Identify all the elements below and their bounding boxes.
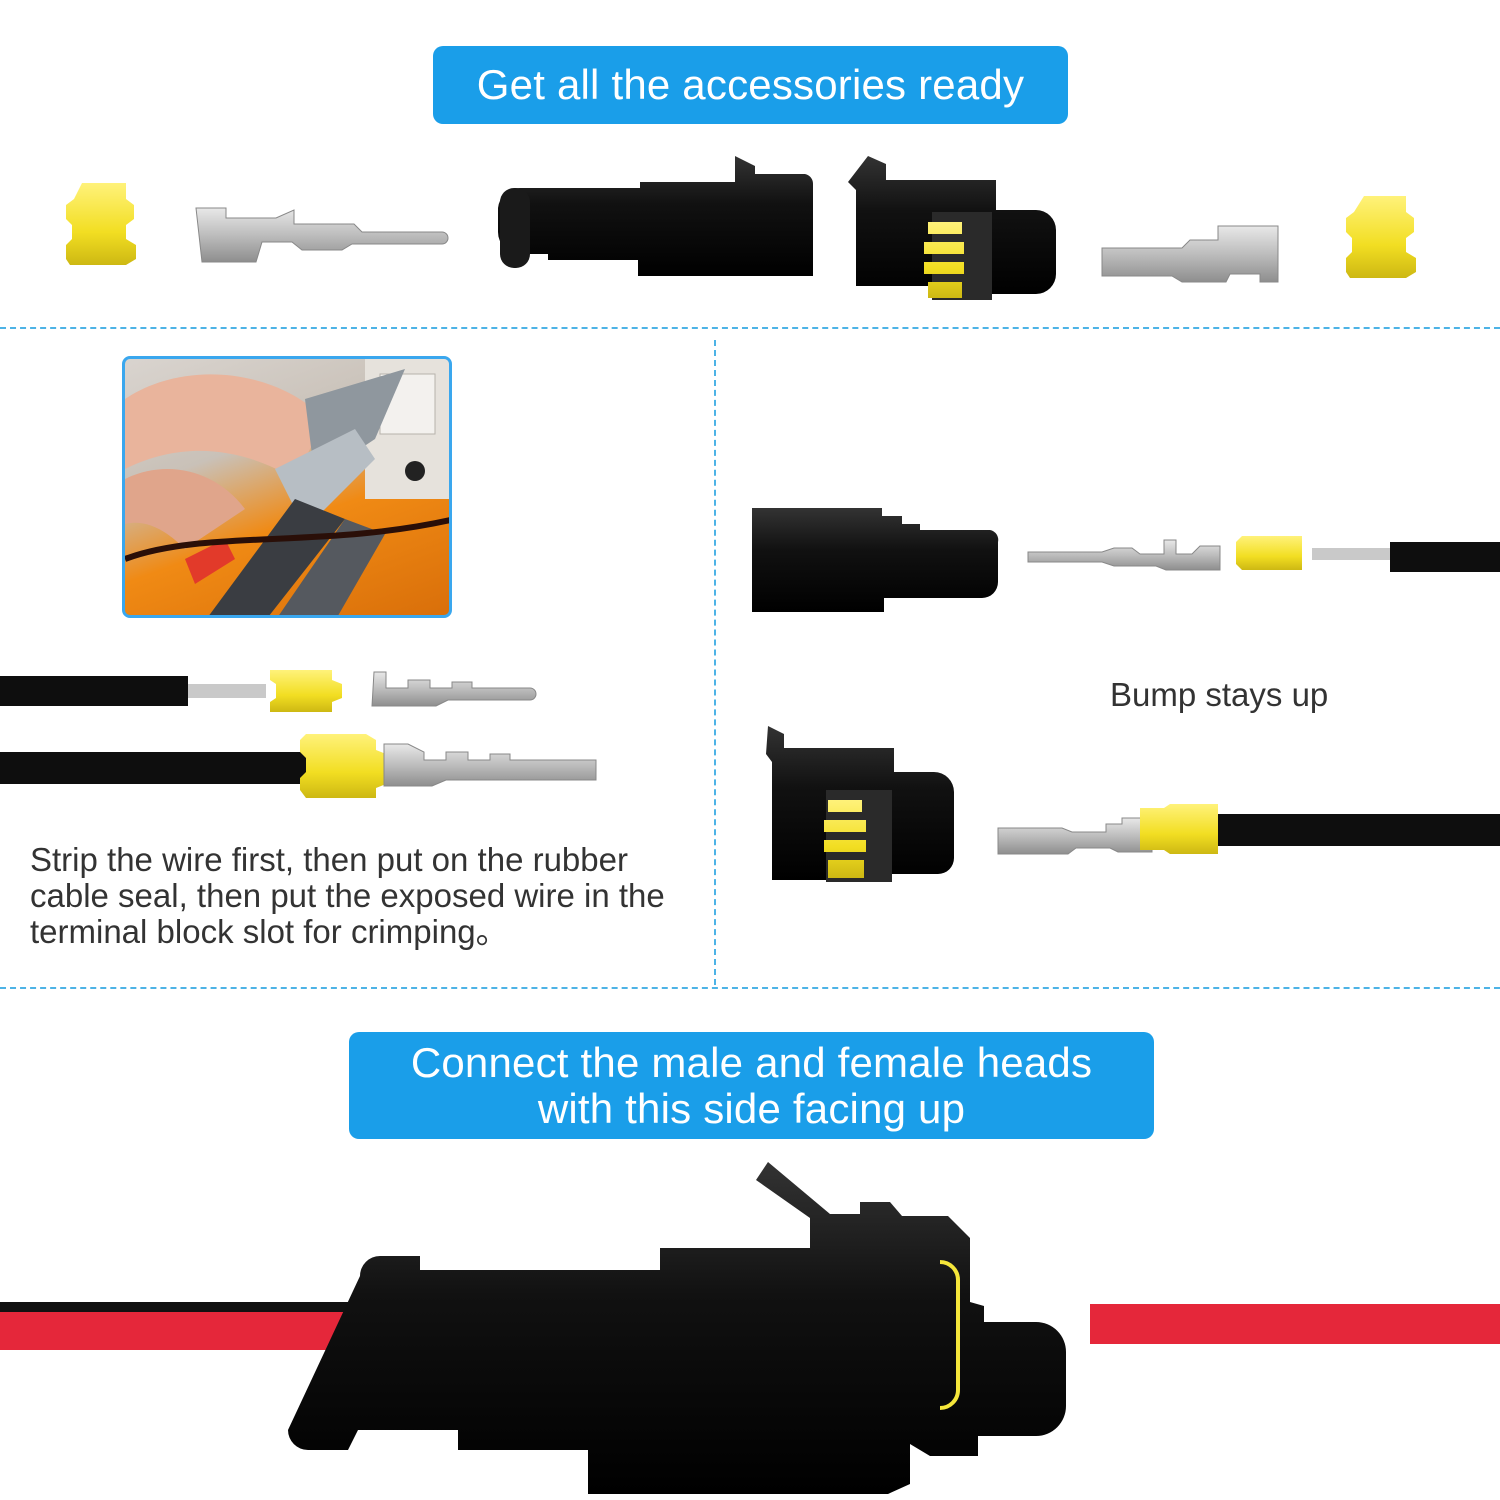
rubber-seal-right (1346, 196, 1416, 278)
bump-stays-up-label: Bump stays up (1110, 676, 1329, 713)
bottom-banner: Connect the male and female heads with t… (349, 1032, 1154, 1139)
divider-middle (714, 340, 716, 985)
wire-crimped-assembly (0, 734, 597, 798)
female-terminal-left (195, 207, 449, 263)
female-terminal-wire-right (997, 804, 1500, 855)
top-banner-text: Get all the accessories ready (476, 61, 1025, 108)
female-connector-3pin-bottom (766, 726, 954, 882)
male-terminal-wire-right (1027, 536, 1500, 572)
top-banner: Get all the accessories ready (433, 46, 1068, 124)
female-connector-top (848, 156, 1056, 300)
bottom-banner-line2: with this side facing up (537, 1085, 966, 1132)
divider-top (0, 327, 1500, 329)
male-connector-3pin-top (752, 508, 999, 612)
strip-wire-instructions: Strip the wire first, then put on the ru… (30, 841, 665, 950)
crimping-photo (122, 356, 452, 618)
male-connector-top (498, 156, 814, 276)
wire-stripped-assembly (0, 670, 537, 712)
bottom-banner-line1: Connect the male and female heads (410, 1039, 1093, 1086)
connected-connector-assembly (0, 1162, 1500, 1494)
divider-bottom (0, 987, 1500, 989)
rubber-seal-left (66, 183, 136, 265)
male-terminal-right (1101, 225, 1279, 283)
